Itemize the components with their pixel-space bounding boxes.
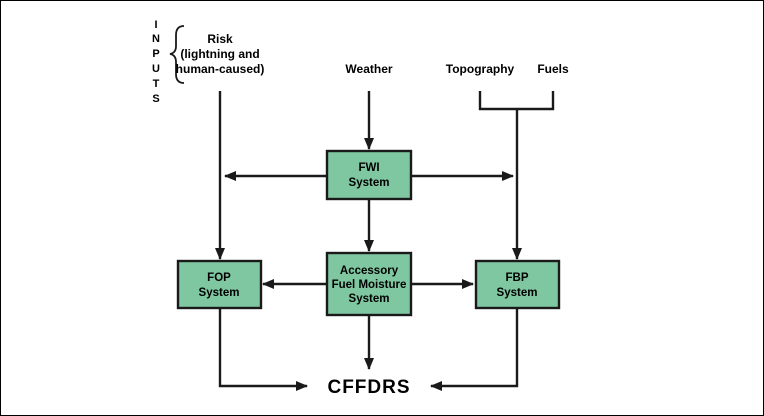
- inputs-letter: P: [152, 48, 159, 60]
- fwi-box-rect: [325, 149, 413, 201]
- fop-system-box: FOP System: [176, 259, 263, 310]
- fbp-box-rect: [474, 259, 561, 310]
- inputs-letter: T: [153, 78, 160, 90]
- fop-to-cffdrs-arrow: [218, 308, 308, 391]
- risk-label: Risk: [207, 32, 233, 46]
- weather-label: Weather: [345, 62, 392, 76]
- accessory-box-label-line3: System: [349, 293, 390, 305]
- inputs-letter: S: [152, 93, 159, 105]
- inputs-curly-brace: [169, 25, 185, 84]
- topography-label: Topography: [446, 62, 515, 76]
- fbp-box-label: FBP: [506, 272, 529, 284]
- fop-box-label-line2: System: [199, 287, 240, 299]
- risk-label-line3: human-caused): [176, 62, 265, 76]
- inputs-side-label: I N P U T S: [152, 19, 160, 105]
- accessory-box-label-line2: Fuel Moisture: [332, 279, 407, 291]
- cffdrs-output-label: CFFDRS: [327, 377, 410, 398]
- accessory-box-rect: [325, 251, 413, 317]
- topography-fuels-bracket: [478, 91, 555, 111]
- fop-box-label: FOP: [207, 272, 231, 284]
- accessory-box-label: Accessory: [340, 265, 399, 277]
- fwi-system-box: FWI System: [325, 149, 413, 201]
- fbp-to-cffdrs-arrow: [430, 308, 519, 391]
- inputs-letter: U: [152, 63, 160, 75]
- fwi-box-label: FWI: [358, 162, 379, 174]
- fwi-box-label-line2: System: [349, 177, 390, 189]
- fbp-system-box: FBP System: [474, 259, 561, 310]
- inputs-letter: N: [152, 33, 160, 45]
- fuels-label: Fuels: [537, 62, 569, 76]
- fop-box-rect: [176, 259, 263, 310]
- risk-label-line2: (lightning and: [180, 47, 259, 61]
- accessory-fuel-moisture-system-box: Accessory Fuel Moisture System: [325, 251, 413, 317]
- fbp-box-label-line2: System: [497, 287, 538, 299]
- inputs-letter: I: [154, 19, 157, 31]
